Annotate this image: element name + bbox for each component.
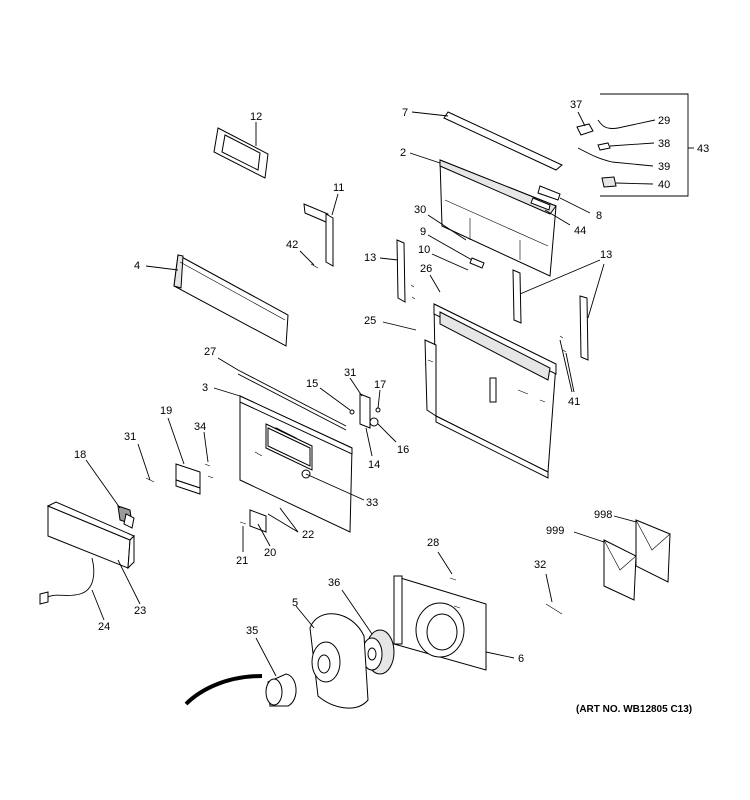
part-17-screw <box>375 389 381 413</box>
callout-9: 9 <box>420 226 426 238</box>
part-16-knob <box>369 417 397 443</box>
callout-5: 5 <box>292 597 298 609</box>
part-14-switch <box>365 427 373 457</box>
callout-37: 37 <box>570 99 582 111</box>
callout-25: 25 <box>364 315 376 327</box>
callout-43: 43 <box>697 143 709 155</box>
callout-2: 2 <box>400 147 406 159</box>
callout-11: 11 <box>333 182 344 194</box>
callout-17: 17 <box>374 379 386 391</box>
part-37-switch <box>576 111 594 136</box>
part-38-clip <box>597 142 655 151</box>
callout-7: 7 <box>402 107 408 119</box>
part-13-rail-right <box>512 259 605 361</box>
callout-29: 29 <box>658 115 670 127</box>
part-33-lens <box>305 473 365 501</box>
callout-21: 21 <box>236 555 248 567</box>
part-40-block <box>601 176 654 188</box>
part-9-clip <box>427 234 485 269</box>
hood-body <box>424 303 557 479</box>
part-27-strip <box>217 357 347 431</box>
part-998-manual <box>613 515 671 583</box>
part-30-screw <box>427 214 467 241</box>
callout-35: 35 <box>246 625 258 637</box>
callout-26: 26 <box>420 263 432 275</box>
part-39-wire <box>577 147 654 167</box>
callout-32: 32 <box>534 559 546 571</box>
part-35-motor <box>184 637 297 707</box>
part-18-socket <box>85 459 135 529</box>
part-28-screw <box>437 551 453 575</box>
callout-15: 15 <box>306 378 318 390</box>
callout-13-left: 13 <box>364 252 376 264</box>
callout-998: 998 <box>594 509 612 521</box>
part-32-screw <box>545 573 563 615</box>
part-2-housing <box>409 152 557 277</box>
art-number: (ART NO. WB12805 C13) <box>576 704 692 715</box>
callout-44: 44 <box>574 225 586 237</box>
part-4-panel <box>145 254 289 347</box>
part-12-gasket <box>213 122 269 179</box>
callout-6: 6 <box>518 653 524 665</box>
callout-28: 28 <box>427 537 439 549</box>
callout-34: 34 <box>194 421 206 433</box>
callout-42: 42 <box>286 239 298 251</box>
callout-27: 27 <box>204 346 216 358</box>
callout-40: 40 <box>658 179 670 191</box>
part-23-wire-box <box>46 501 141 605</box>
callout-31-left: 31 <box>124 431 136 443</box>
callout-999: 999 <box>546 525 564 537</box>
callout-31-top: 31 <box>344 367 356 379</box>
callout-8: 8 <box>596 210 602 222</box>
part-29-wire <box>597 119 656 129</box>
callout-41: 41 <box>568 396 580 408</box>
part-7-strip <box>411 111 563 171</box>
callout-13-right: 13 <box>600 249 612 261</box>
part-31-bracket <box>349 377 371 429</box>
part-25-screw <box>382 321 417 331</box>
callout-30: 30 <box>414 204 426 216</box>
callout-23: 23 <box>134 605 146 617</box>
part-5-blower-housing <box>295 605 369 709</box>
callout-16: 16 <box>397 444 409 456</box>
part-19-bracket <box>167 417 201 495</box>
callout-10: 10 <box>418 244 430 256</box>
part-15-screw <box>319 387 355 415</box>
callout-4: 4 <box>134 260 140 272</box>
callout-19: 19 <box>160 405 172 417</box>
callout-36: 36 <box>328 577 340 589</box>
callout-12: 12 <box>250 111 262 123</box>
callout-22: 22 <box>302 529 314 541</box>
part-42-screw <box>299 250 319 269</box>
part-21-screw <box>239 521 247 552</box>
part-31-screw <box>137 443 155 483</box>
part-11-bracket <box>303 193 339 267</box>
callout-39: 39 <box>658 161 670 173</box>
part-22-bracket <box>249 507 299 533</box>
part-3-control-panel <box>213 387 353 533</box>
part-13-rail-left <box>379 239 416 303</box>
callout-38: 38 <box>658 138 670 150</box>
part-8-switch <box>537 185 591 214</box>
callout-33: 33 <box>366 497 378 509</box>
part-44-wire <box>530 197 571 226</box>
callout-20: 20 <box>264 547 276 559</box>
part-41-screws <box>559 335 575 393</box>
part-20-clip <box>257 523 271 547</box>
part-10-screw <box>431 253 469 271</box>
callout-14: 14 <box>368 459 380 471</box>
callout-18: 18 <box>74 449 86 461</box>
part-34-screws <box>203 431 214 479</box>
part-999-manual <box>573 531 637 601</box>
callout-3: 3 <box>202 382 208 394</box>
callout-24: 24 <box>98 621 110 633</box>
part-26-screw <box>429 274 441 293</box>
group-43-bracket <box>600 93 694 197</box>
part-6-blower-plate <box>393 575 515 671</box>
part-24-power-cord <box>39 557 105 621</box>
